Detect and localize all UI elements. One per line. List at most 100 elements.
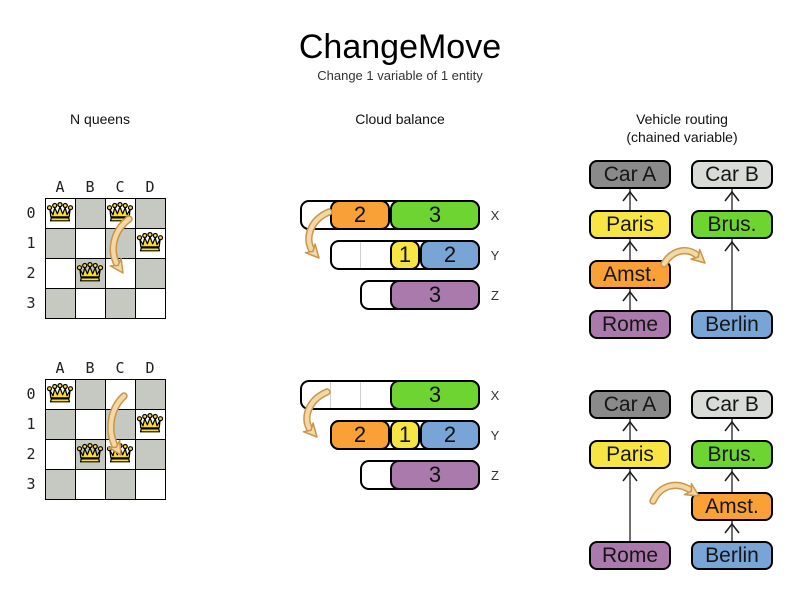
board-1-cell-C2 <box>105 258 136 289</box>
route-box-brus: Brus. <box>691 210 773 239</box>
page-subtitle: Change 1 variable of 1 entity <box>317 68 483 83</box>
board-1-cell-D3 <box>135 288 166 319</box>
queen-icon-C2 <box>106 443 134 464</box>
queen-crown-icon <box>46 202 74 222</box>
board-2-cell-B1 <box>75 409 106 440</box>
board-1-col-label-C: C <box>115 178 125 196</box>
cloud-tray-divider <box>360 242 361 268</box>
route-box-cara: Car A <box>589 390 671 419</box>
route-box-paris: Paris <box>589 210 671 239</box>
board-1-cell-C1 <box>105 228 136 259</box>
board-2-col-label-D: D <box>145 359 155 377</box>
route-box-paris: Paris <box>589 440 671 469</box>
board-1-row-label-3: 3 <box>26 294 36 312</box>
board-2-cell-C3 <box>105 469 136 500</box>
queen-icon-A0 <box>46 202 74 223</box>
cloud-row-label-Y: Y <box>490 428 500 443</box>
board-1-cell-B1 <box>75 228 106 259</box>
chain-arrowhead-up-icon <box>622 190 638 202</box>
move-arrow-routing-1 <box>660 247 703 268</box>
cloud-row-label-Z: Z <box>491 468 499 483</box>
queen-icon-D1 <box>136 232 164 253</box>
queen-crown-icon <box>136 232 164 252</box>
board-1-col-label-A: A <box>55 178 65 196</box>
route-box-carb: Car B <box>691 390 773 419</box>
board-2-cell-A1 <box>45 409 76 440</box>
board-2-cell-D0 <box>135 379 166 410</box>
queen-icon-B2 <box>76 262 104 283</box>
move-arrow-routing-1-head <box>690 248 706 264</box>
chain-arrowhead-up-icon <box>724 240 740 252</box>
board-1-col-label-D: D <box>145 178 155 196</box>
route-box-berlin: Berlin <box>691 310 773 339</box>
move-arrow-cloud-2-head <box>302 422 318 438</box>
cloud-block-Y-1: 1 <box>390 420 420 450</box>
board-1-cell-B3 <box>75 288 106 319</box>
board-2-col-label-B: B <box>85 359 95 377</box>
board-1-cell-C3 <box>105 288 136 319</box>
board-2-cell-D3 <box>135 469 166 500</box>
cloud-row-label-Y: Y <box>490 248 500 263</box>
board-2-col-label-C: C <box>115 359 125 377</box>
chain-arrowhead-up-icon <box>622 470 638 482</box>
board-1-col-label-B: B <box>85 178 95 196</box>
board-2-cell-B3 <box>75 469 106 500</box>
board-2-row-label-1: 1 <box>26 415 36 433</box>
chain-arrowhead-up-icon <box>622 290 638 302</box>
queen-icon-A0 <box>46 383 74 404</box>
chain-arrowhead-up-icon <box>622 240 638 252</box>
board-2-col-label-A: A <box>55 359 65 377</box>
cloud-tray-divider <box>360 382 361 408</box>
board-1-cell-A1 <box>45 228 76 259</box>
cloud-block-Z-3: 3 <box>390 280 480 310</box>
route-box-rome: Rome <box>589 310 671 339</box>
queen-crown-icon <box>106 202 134 222</box>
move-arrow-routing-2 <box>649 481 696 505</box>
queen-icon-D1 <box>136 413 164 434</box>
board-1-cell-A2 <box>45 258 76 289</box>
board-2-cell-B0 <box>75 379 106 410</box>
column-header-routing: Vehicle routing (chained variable) <box>592 110 772 146</box>
route-box-carb: Car B <box>691 160 773 189</box>
route-box-rome: Rome <box>589 541 671 570</box>
board-1-cell-B0 <box>75 198 106 229</box>
route-box-berlin: Berlin <box>691 541 773 570</box>
cloud-row-label-X: X <box>490 208 500 223</box>
queen-icon-B2 <box>76 443 104 464</box>
page-title: ChangeMove <box>298 28 502 66</box>
move-arrow-cloud-1-head <box>304 243 320 259</box>
board-1-cell-D0 <box>135 198 166 229</box>
cloud-tray-divider <box>330 382 331 408</box>
column-header-nqueens: N queens <box>70 111 130 127</box>
board-1-row-label-1: 1 <box>26 234 36 252</box>
board-2-cell-C0 <box>105 379 136 410</box>
column-header-routing-line2: (chained variable) <box>626 129 738 145</box>
cloud-block-X-2: 2 <box>330 200 390 230</box>
cloud-block-Z-3: 3 <box>390 460 480 490</box>
route-box-amst: Amst. <box>691 492 773 521</box>
board-2-row-label-2: 2 <box>26 445 36 463</box>
board-2-cell-A2 <box>45 439 76 470</box>
board-2-cell-D2 <box>135 439 166 470</box>
queen-icon-C0 <box>106 202 134 223</box>
board-1-row-label-0: 0 <box>26 204 36 222</box>
queen-crown-icon <box>106 443 134 463</box>
cloud-block-X-3: 3 <box>390 200 480 230</box>
column-header-cloud: Cloud balance <box>355 111 445 127</box>
cloud-block-Y-2: 2 <box>420 240 480 270</box>
cloud-block-Y-1: 1 <box>390 240 420 270</box>
cloud-block-X-3: 3 <box>390 380 480 410</box>
board-1-cell-A3 <box>45 288 76 319</box>
queen-crown-icon <box>76 262 104 282</box>
chain-arrowhead-up-icon <box>724 522 740 534</box>
route-box-brus: Brus. <box>691 440 773 469</box>
board-1-row-label-2: 2 <box>26 264 36 282</box>
chain-arrowhead-up-icon <box>724 190 740 202</box>
cloud-block-Y-2: 2 <box>420 420 480 450</box>
column-header-routing-line1: Vehicle routing <box>636 111 728 127</box>
cloud-row-label-X: X <box>490 388 500 403</box>
board-2-row-label-0: 0 <box>26 385 36 403</box>
board-2-cell-A3 <box>45 469 76 500</box>
board-2-cell-C1 <box>105 409 136 440</box>
